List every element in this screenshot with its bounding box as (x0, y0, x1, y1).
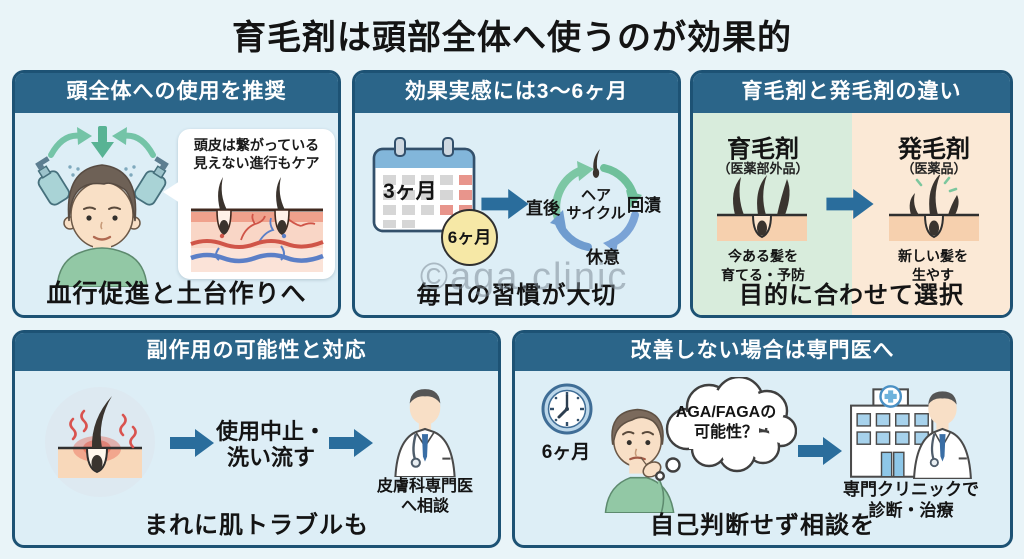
cycle-stage-right: 回漬 (627, 196, 661, 215)
clinic-cap-line2: 診断・治療 (868, 501, 954, 521)
right-product-title: 発毛剤 (898, 136, 970, 163)
irritation-squiggles (69, 409, 137, 449)
panel-duration-header: 効果実感には3〜6ヶ月 (355, 73, 678, 113)
doctor-icon (912, 391, 972, 479)
panel-duration-footer: 毎日の習慣が大切 (416, 282, 617, 309)
panel-duration: 効果実感には3〜6ヶ月 3ヶ月 6ヶ月 (352, 70, 681, 318)
thought-line2: 可能性？ (693, 424, 758, 441)
cycle-center-label: ヘア サイクル (554, 187, 638, 223)
clock-month-label: 6ヶ月 (541, 442, 591, 463)
month-badge: 6ヶ月 (441, 209, 498, 266)
panel-side-effects: 副作用の可能性と対応 使用中止・ 洗い流す (12, 330, 501, 548)
cycle-center-line2: サイクル (566, 205, 626, 222)
thought-bubble (654, 377, 797, 481)
doctor-caption: 皮膚科専門医 へ相談 (359, 477, 491, 517)
speech-bubble: 頭皮は繋がっている 見えない進行もケア (163, 129, 335, 279)
worried-man-illustration (604, 408, 675, 513)
spray-bottle-icon (35, 156, 71, 206)
right-product-caption: 新しい髪を 生やす (863, 247, 1003, 285)
clinic-cap-line1: 専門クリニックで (843, 480, 979, 499)
hair-follicle-right-icon (889, 175, 979, 241)
panel-side-effects-header: 副作用の可能性と対応 (15, 333, 498, 371)
action-line1: 使用中止・ (215, 419, 326, 444)
curved-arrow-icon (48, 127, 156, 158)
calendar-month-label: 3ヶ月 (383, 180, 437, 203)
clock-icon (541, 383, 593, 435)
panel-specialist-header: 改善しない場合は専門医へ (515, 333, 1010, 371)
doctor-cap-line2: へ相談 (400, 498, 449, 515)
left-cap-line2: 育てる・予防 (721, 266, 805, 283)
mist-dots (68, 165, 136, 177)
panel-difference-footer: 目的に合わせて選択 (739, 282, 964, 309)
action-text: 使用中止・ 洗い流す (209, 419, 333, 472)
thought-text: AGA/FAGAの 可能性？ (665, 403, 787, 443)
arrow-right-icon (170, 429, 214, 457)
left-product-caption: 今ある髪を 育てる・予防 (693, 247, 833, 285)
page-title: 育毛剤は頭部全体へ使うのが効果的 (232, 19, 792, 57)
hair-cycle-diagram (550, 149, 642, 253)
panel-whole-head-header: 頭全体への使用を推奨 (15, 73, 338, 113)
panel-specialist: 改善しない場合は専門医へ 6ヶ月 (512, 330, 1013, 548)
down-arrow-icon (91, 126, 114, 158)
hair-follicle-icon (215, 177, 232, 239)
cycle-stage-left: 直後 (526, 199, 560, 218)
panel-difference: 育毛剤と発毛剤の違い 育毛剤 （医薬部外品） 発毛剤 （医薬品） (690, 70, 1013, 318)
clinic-caption: 専門クリニックで 診断・治療 (827, 479, 995, 522)
inflamed-scalp-icon (45, 387, 155, 497)
left-product-subtitle: （医薬部外品） (717, 161, 809, 176)
cycle-stage-bottom: 休意 (586, 248, 620, 267)
panel-whole-head: 頭全体への使用を推奨 (12, 70, 341, 318)
cycle-center-line1: ヘア (580, 187, 611, 204)
man-face (56, 164, 148, 287)
bubble-line1: 頭皮は繋がっている (193, 137, 320, 153)
clinic-and-doctor-icon (850, 385, 972, 479)
panel-specialist-footer: 自己判断せず相談を (650, 512, 875, 539)
panel-whole-head-footer: 血行促進と土台作りへ (46, 280, 307, 308)
hair-follicle-left-icon (717, 175, 807, 241)
right-product-subtitle: （医薬品） (901, 161, 967, 176)
left-product-title: 育毛剤 (727, 136, 799, 163)
panel-difference-header: 育毛剤と発毛剤の違い (693, 73, 1010, 113)
sparkle-icon (915, 176, 958, 193)
thought-line1: AGA/FAGAの (675, 404, 777, 421)
action-line2: 洗い流す (226, 445, 315, 471)
speech-bubble-text: 頭皮は繋がっている 見えない進行もケア (178, 129, 335, 172)
left-cap-line1: 今ある髪を (728, 248, 798, 264)
arrow-right-icon (329, 429, 373, 457)
right-cap-line2: 生やす (912, 266, 954, 283)
bubble-line2: 見えない進行もケア (193, 155, 320, 172)
right-cap-line1: 新しい髪を (898, 248, 968, 264)
arrow-right-icon (798, 437, 842, 465)
hair-follicle-icon (273, 177, 290, 239)
man-spray-illustration (35, 126, 169, 287)
watermark: ©aga.clinic (420, 256, 629, 298)
spray-bottle-icon (133, 156, 169, 206)
scalp-cross-section-icon (189, 177, 324, 273)
panel-side-effects-footer: まれに肌トラブルも (144, 512, 369, 539)
doctor-icon (394, 389, 456, 477)
doctor-cap-line1: 皮膚科専門医 (376, 478, 473, 495)
arrow-right-icon (481, 189, 529, 219)
arrow-right-icon (826, 189, 874, 219)
